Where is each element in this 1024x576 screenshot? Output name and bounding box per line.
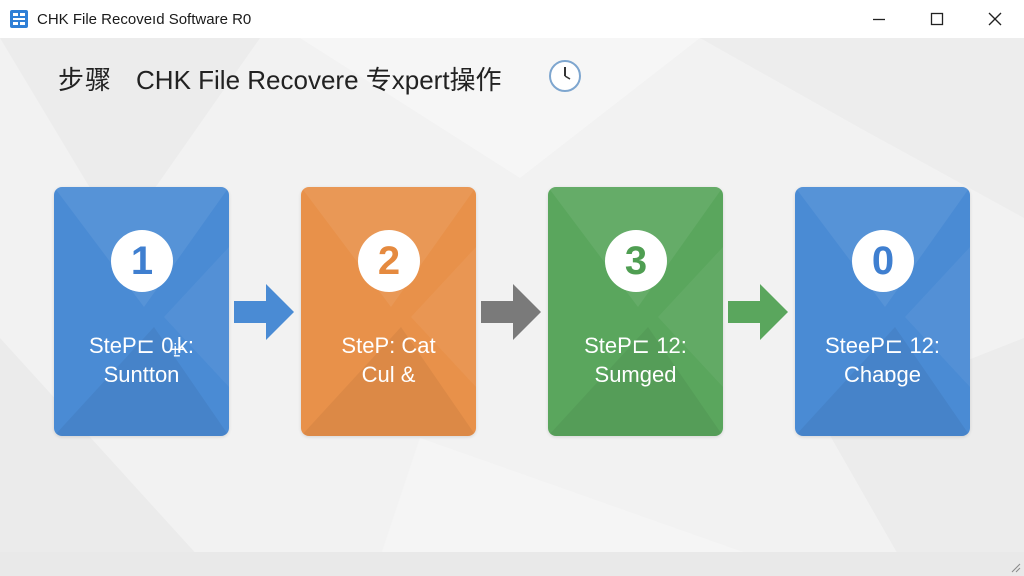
step-number-badge: 0 [852,230,914,292]
step-description: Chaɒge [843,362,922,387]
page-heading: 步骤 CHK File Recovere 专xpert操作 [58,58,502,98]
step-card-3[interactable]: 3 SteP⊏ 12: Sumged [548,187,723,436]
step-label: SteeP⊏ 12: [824,333,941,358]
arrow-right-icon [481,284,541,340]
resize-grip-icon[interactable] [1009,561,1021,573]
minimize-icon [873,18,885,21]
status-bar [0,552,1024,576]
app-icon [9,9,29,29]
step-number: 0 [871,238,895,283]
step-number: 3 [624,238,648,283]
arrow-right-icon [234,284,294,340]
heading-prefix: 步骤 [58,64,113,95]
step-number: 2 [377,238,401,283]
step-number-badge: 2 [358,230,420,292]
step-number-badge: 1 [111,230,173,292]
step-label: SteP⊏ 0ᵢ̶̱k: [88,333,195,358]
step-number: 1 [130,238,154,283]
step-description: Sumged [594,362,677,387]
close-button[interactable] [966,0,1024,38]
arrow-right-icon [728,284,788,340]
step-number-badge: 3 [605,230,667,292]
maximize-icon [930,12,944,26]
page-title: CHK File Recovere 专xpert操作 [136,64,502,95]
step-card-1[interactable]: 1 SteP⊏ 0ᵢ̶̱k: Suntton [54,187,229,436]
maximize-button[interactable] [908,0,966,38]
window-title: CHK File Recoveıd Software R0 [37,10,252,28]
window-controls [850,0,1024,38]
card-background [548,187,723,436]
step-card-2[interactable]: 2 SteP: Cat Cul & [301,187,476,436]
step-description: Cul & [361,362,416,387]
card-background [54,187,229,436]
clock-icon [549,60,581,92]
card-background [301,187,476,436]
card-background [795,187,970,436]
step-card-4[interactable]: 0 SteeP⊏ 12: Chaɒge [795,187,970,436]
title-bar: CHK File Recoveıd Software R0 [0,0,1024,38]
step-label: SteP⊏ 12: [584,333,687,358]
close-icon [988,12,1002,26]
step-description: Suntton [103,362,180,387]
minimize-button[interactable] [850,0,908,38]
step-label: SteP: Cat [341,333,436,358]
